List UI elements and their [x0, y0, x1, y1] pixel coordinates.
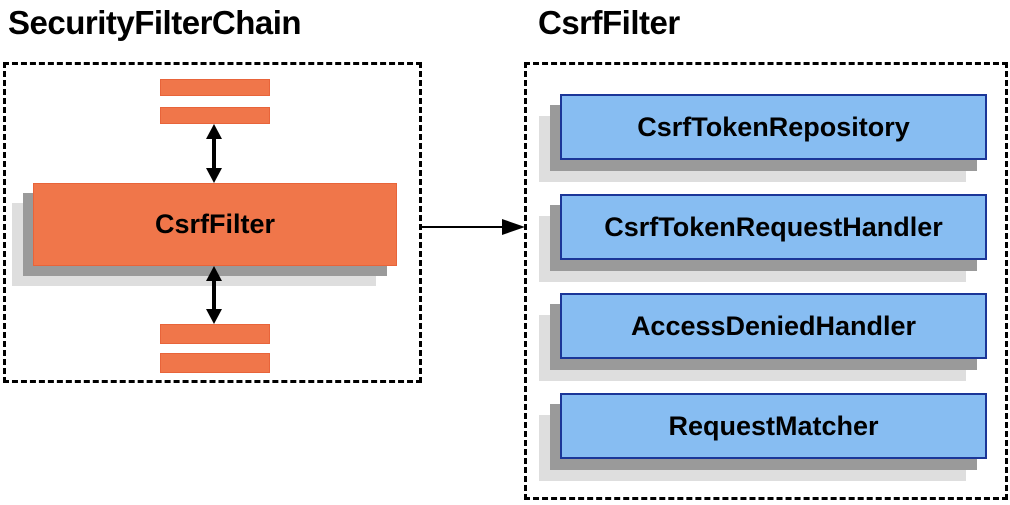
- component-label: RequestMatcher: [668, 410, 879, 441]
- csrf-filter-box: CsrfFilter: [33, 183, 397, 266]
- csrf-filter-panel: [524, 62, 1008, 500]
- component-box-csrf-token-repository: CsrfTokenRepository: [560, 94, 987, 160]
- component-box-request-matcher: RequestMatcher: [560, 393, 987, 459]
- component-box-access-denied-handler: AccessDeniedHandler: [560, 293, 987, 359]
- security-filter-chain-title: SecurityFilterChain: [8, 4, 302, 41]
- csrf-filter-link-arrow-icon: [422, 219, 525, 235]
- security-filter-chain-panel: [3, 62, 422, 383]
- filter-bar-top-1: [160, 79, 270, 96]
- csrf-filter-title: CsrfFilter: [538, 4, 680, 41]
- component-label: CsrfTokenRequestHandler: [604, 211, 943, 242]
- filter-bar-top-2: [160, 107, 270, 124]
- component-label: AccessDeniedHandler: [630, 310, 917, 341]
- filter-bar-bottom-2: [160, 353, 270, 373]
- component-box-csrf-token-request-handler: CsrfTokenRequestHandler: [560, 194, 987, 260]
- csrf-filter-box-label: CsrfFilter: [154, 209, 276, 239]
- double-headed-arrow-bottom-icon: [206, 266, 222, 324]
- component-label: CsrfTokenRepository: [637, 111, 910, 142]
- double-headed-arrow-top-icon: [206, 124, 222, 183]
- filter-bar-bottom-1: [160, 324, 270, 344]
